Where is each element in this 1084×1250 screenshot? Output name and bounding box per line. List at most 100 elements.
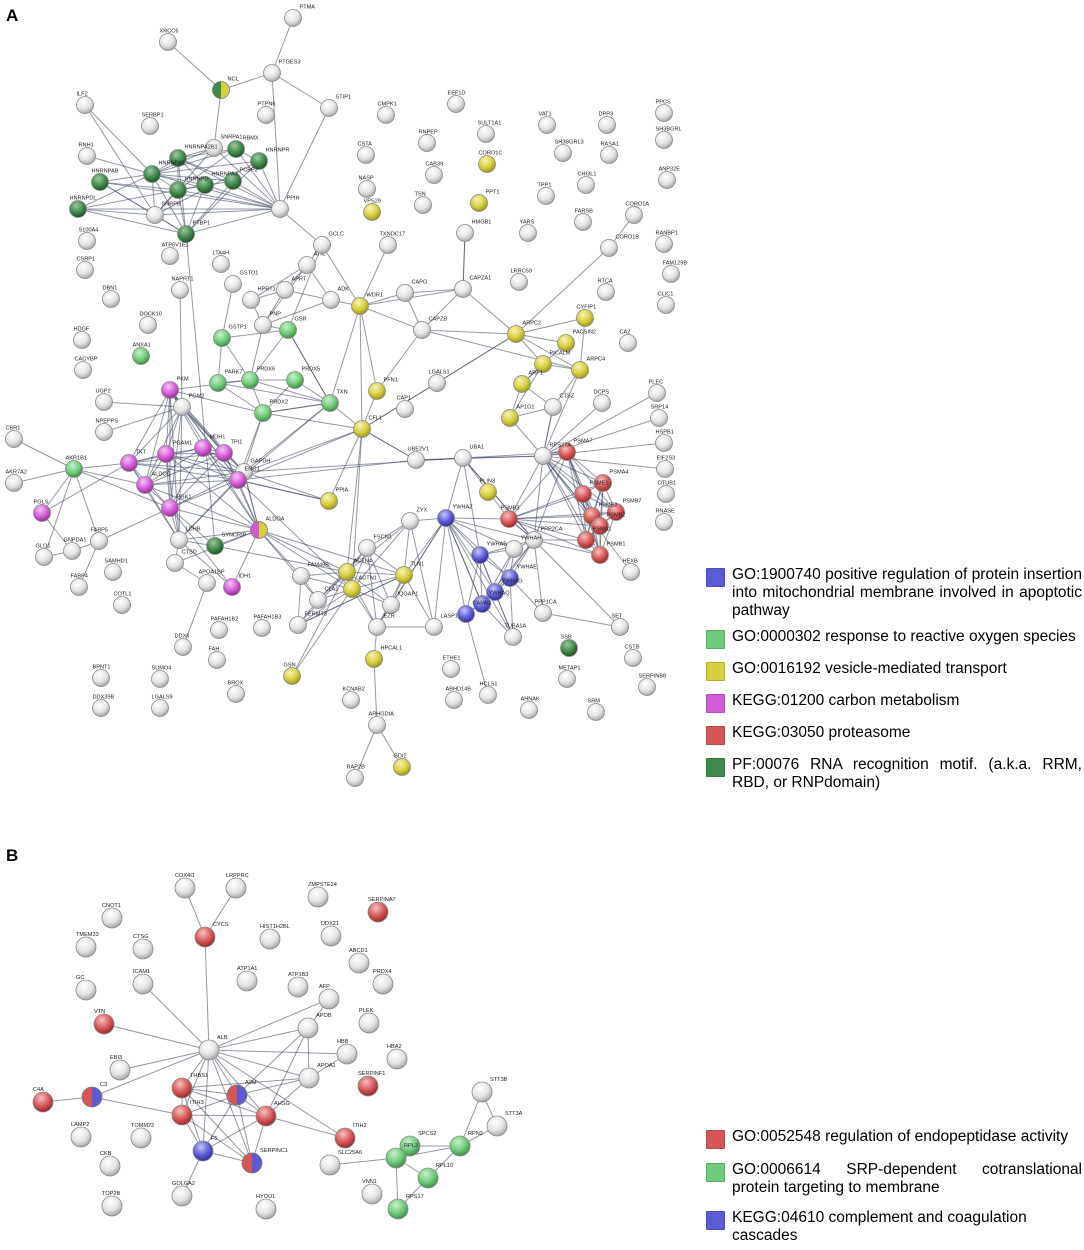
node-label: OTUB1 bbox=[658, 481, 677, 487]
panel_a-node-pafah1b3: PAFAH1B3 bbox=[253, 615, 281, 637]
legend-item: KEGG:01200 carbon metabolism bbox=[706, 692, 1082, 713]
panel_a-node-hnrnpa2b1: HNRNPA2B1 bbox=[169, 145, 218, 167]
node-circle bbox=[161, 499, 179, 517]
node-circle bbox=[263, 64, 281, 82]
node-label: C4A bbox=[33, 1087, 44, 1093]
node-label: CBR1 bbox=[6, 426, 21, 432]
panel_a-node-hspb1: HSPB1 bbox=[655, 430, 674, 452]
node-label: S100A4 bbox=[79, 228, 99, 234]
node-circle bbox=[254, 316, 272, 334]
panel_b-edge bbox=[236, 1094, 253, 1164]
panel_b-node-rps17: RPS17 bbox=[387, 1194, 424, 1220]
node-label: PPT1 bbox=[486, 190, 500, 196]
node-circle bbox=[229, 471, 247, 489]
panel_a-edge bbox=[258, 529, 353, 590]
node-label: ZMPSTE24 bbox=[308, 882, 337, 888]
panel_a-edge bbox=[214, 545, 348, 573]
panel_a-edge bbox=[354, 724, 378, 779]
node-label: PGAM1 bbox=[173, 441, 193, 447]
panel_a-node-hcls1: HCLS1 bbox=[479, 682, 498, 704]
node-circle bbox=[413, 321, 431, 339]
panel_a-node-psmb7: PSMB7 bbox=[607, 499, 642, 521]
node-label: PGLS bbox=[34, 500, 49, 506]
panel_a-edge bbox=[403, 520, 411, 576]
node-label: PAFAH1B2 bbox=[211, 617, 239, 623]
node-label: ACTN1 bbox=[359, 576, 377, 582]
node-label: COX4I1 bbox=[175, 873, 195, 879]
panel_a-node-hnrnpa1: HNRNPA1 bbox=[143, 161, 185, 183]
node-label: SNRPB bbox=[162, 202, 182, 208]
node-label: SET bbox=[612, 614, 623, 620]
node-circle bbox=[418, 134, 436, 152]
panel_a-node-capzb: CAPZB bbox=[413, 317, 447, 339]
panel_b-edge bbox=[236, 1027, 309, 1096]
node-label: ATP1A1 bbox=[237, 966, 257, 972]
panel_a-edge bbox=[221, 329, 289, 339]
node-circle bbox=[73, 331, 91, 349]
panel_a-node-tpi1: TPI1 bbox=[215, 440, 242, 462]
panel_a-node-mdh1: MDH1 bbox=[194, 435, 226, 457]
node-circle bbox=[358, 1012, 380, 1034]
node-label: MDH1 bbox=[210, 435, 226, 441]
node-circle bbox=[657, 485, 675, 503]
panel_a-node-hdgf: HDGF bbox=[73, 327, 91, 349]
panel_a-node-sh3bgrl3: SH3BGRL3 bbox=[554, 140, 584, 162]
node-circle bbox=[519, 224, 537, 242]
panel_a-edge bbox=[243, 471, 330, 502]
panel_a-node-hexb: HEXB bbox=[622, 559, 640, 581]
panel_a-edge bbox=[128, 389, 171, 464]
node-label: PSME2 bbox=[599, 503, 618, 509]
panel_a-node-ywhaz: YWHAZ bbox=[437, 505, 473, 527]
node-circle bbox=[78, 147, 96, 165]
panel_b-edge bbox=[181, 1087, 204, 1152]
panel_b-edge bbox=[208, 1049, 310, 1079]
legend-swatch bbox=[706, 726, 725, 745]
node-label: ARHGDIA bbox=[369, 712, 395, 718]
panel_a-edge bbox=[41, 462, 130, 514]
node-label: SUMO4 bbox=[152, 666, 172, 672]
node-label: TPP1 bbox=[538, 183, 552, 189]
node-circle bbox=[320, 492, 338, 510]
panel_a-edge bbox=[185, 208, 281, 235]
node-circle bbox=[241, 371, 259, 389]
panel_a-node-snrpb: SNRPB bbox=[146, 202, 182, 224]
panel_a-edge bbox=[220, 72, 273, 91]
node-circle bbox=[591, 517, 609, 535]
panel_b-node-abcd1: ABCD1 bbox=[348, 948, 370, 974]
panel_a-node-ppcs: PPCS bbox=[655, 100, 673, 122]
node-circle bbox=[151, 699, 169, 717]
panel_b-node-cox4i1: COX4I1 bbox=[174, 873, 196, 899]
node-label: FERMT3 bbox=[305, 612, 327, 618]
legend-swatch bbox=[706, 1211, 725, 1230]
panel-a-letter: A bbox=[6, 6, 19, 25]
node-circle bbox=[625, 206, 643, 224]
node-circle bbox=[101, 907, 123, 929]
panel_a-node-ctsz: CTSZ bbox=[544, 394, 575, 416]
panel_a-edge bbox=[178, 406, 183, 541]
node-circle bbox=[454, 280, 472, 298]
panel_a-edge bbox=[243, 457, 464, 473]
panel_a-edge bbox=[217, 382, 331, 404]
node-label: ICAM1 bbox=[133, 969, 150, 975]
panel_b-edge bbox=[91, 1049, 210, 1098]
node-label: CLA1 bbox=[325, 587, 339, 593]
node-circle bbox=[224, 172, 242, 190]
node-circle bbox=[206, 537, 224, 555]
node-label: RANBP1 bbox=[656, 231, 678, 237]
node-circle bbox=[192, 1140, 214, 1162]
node-label: SH3BGRL bbox=[656, 127, 682, 133]
panel_a-edge bbox=[409, 520, 435, 628]
node-label: PSMB2 bbox=[607, 513, 626, 519]
node-label: GDI2 bbox=[394, 754, 407, 760]
panel-a-network: PTMAXRCC6NCLPTGES3STIP1PTPN6ILF2SERBP1RN… bbox=[5, 5, 687, 787]
panel_a-edge bbox=[566, 451, 617, 513]
node-label: TXN bbox=[337, 390, 348, 396]
node-circle bbox=[656, 460, 674, 478]
panel_b-edge bbox=[181, 1114, 253, 1164]
panel_a-node-ppt1: PPT1 bbox=[470, 190, 500, 212]
panel_a-edge bbox=[445, 517, 514, 638]
panel_b-node-apob: APOB bbox=[297, 1013, 332, 1039]
node-label: PSMB7 bbox=[623, 499, 642, 505]
node-label: CYFIP1 bbox=[577, 305, 597, 311]
node-circle bbox=[253, 619, 271, 637]
